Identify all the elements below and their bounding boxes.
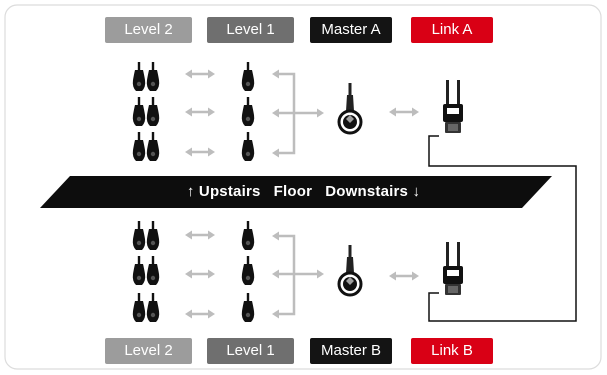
bottom-arrows-l2-l1 (183, 229, 217, 320)
bottom-level2-walkies (133, 221, 159, 322)
bottom-headset (337, 243, 363, 297)
outer-panel (4, 4, 602, 370)
link-b-label: Link B (411, 338, 493, 364)
bottom-level2-label: Level 2 (105, 338, 192, 364)
bottom-link-transmitter (443, 242, 463, 295)
top-headset (337, 81, 363, 135)
bottom-level1-walkies (241, 221, 255, 322)
bottom-arrow-master-link (387, 270, 421, 282)
top-arrow-master-link (387, 106, 421, 118)
top-level2-walkies (133, 62, 159, 161)
top-level2-label: Level 2 (105, 17, 192, 43)
master-a-label: Master A (310, 17, 392, 43)
link-a-label: Link A (411, 17, 493, 43)
top-bracket (278, 72, 318, 155)
floor-banner-text: ↑ Upstairs Floor Downstairs ↓ (186, 183, 421, 200)
bottom-level1-label: Level 1 (207, 338, 294, 364)
link-cable (428, 135, 577, 322)
top-link-transmitter (443, 80, 463, 133)
master-b-label: Master B (310, 338, 392, 364)
bottom-bracket (278, 234, 318, 316)
top-level1-label: Level 1 (207, 17, 294, 43)
floor-banner (40, 176, 552, 208)
top-arrows-l2-l1 (183, 68, 217, 158)
top-level1-walkies (241, 62, 255, 161)
